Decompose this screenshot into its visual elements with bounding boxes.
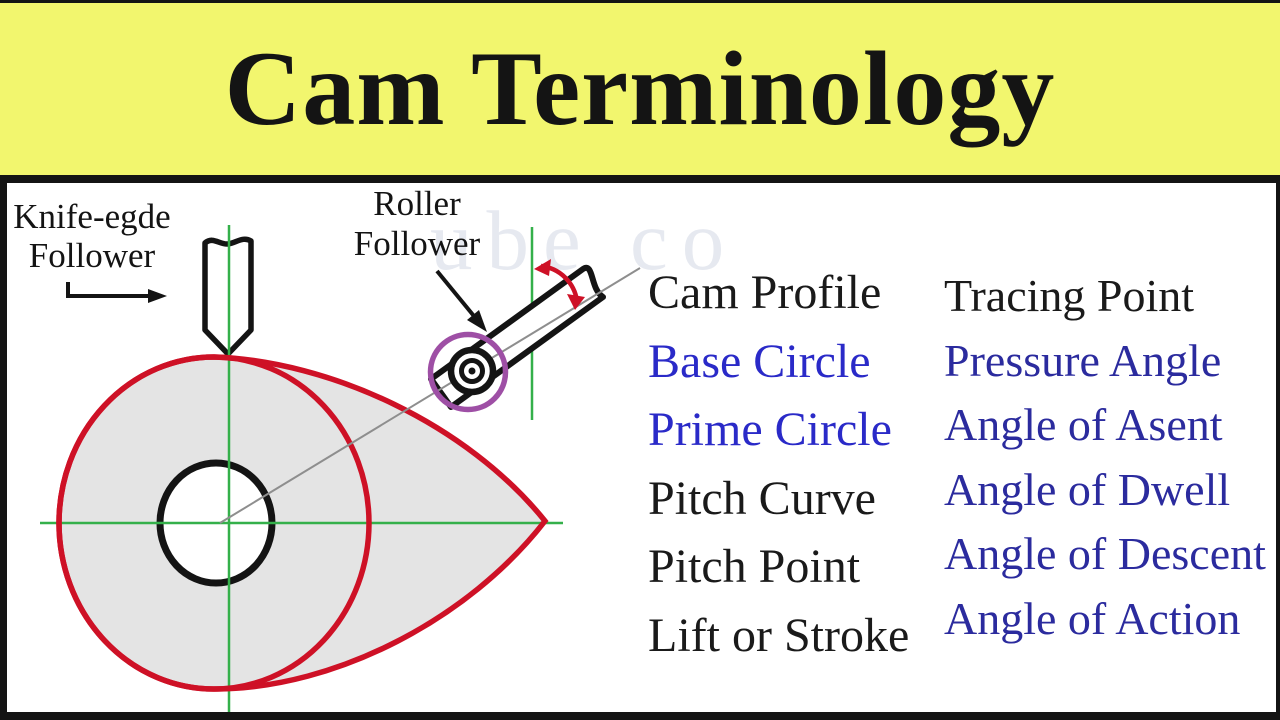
knife-follower-label-line1: Knife-egde: [13, 197, 171, 236]
pressure-angle-arrowhead-left: [534, 259, 551, 276]
term-angle-of-dwell: Angle of Dwell: [944, 463, 1231, 515]
terms-column-1: Cam Profile Base Circle Prime Circle Pit…: [648, 259, 909, 670]
prime-circle-marker: [427, 331, 509, 413]
roller-center-dot: [468, 367, 476, 375]
term-lift-or-stroke: Lift or Stroke: [648, 608, 910, 662]
bottom-border: [0, 712, 1280, 720]
roller-follower-label-line1: Roller: [373, 184, 461, 223]
title-banner: Cam Terminology: [0, 3, 1280, 175]
roller-follower-label-line2: Follower: [353, 224, 481, 263]
term-cam-profile: Cam Profile: [648, 266, 882, 319]
term-tracing-point: Tracing Point: [944, 270, 1195, 321]
term-angle-of-action: Angle of Action: [944, 592, 1241, 644]
banner-separator: [0, 175, 1280, 183]
cam-axis-line: [219, 267, 641, 524]
knife-label-arrowhead: [148, 289, 167, 303]
term-angle-of-descent: Angle of Descent: [944, 528, 1266, 579]
terms-column-2: Tracing Point Pressure Angle Angle of As…: [944, 264, 1266, 651]
pressure-angle-arrowhead-right: [567, 294, 585, 310]
knife-label-arrow: [66, 282, 150, 298]
left-border: [0, 183, 7, 712]
roller-label-arrowhead: [467, 310, 487, 332]
term-pressure-angle: Pressure Angle: [944, 334, 1222, 386]
roller-label-arrow: [435, 269, 480, 323]
term-pitch-point: Pitch Point: [648, 540, 861, 593]
right-border: [1276, 183, 1280, 712]
term-pitch-curve: Pitch Curve: [648, 471, 876, 525]
knife-follower-label-line2: Follower: [28, 236, 156, 275]
top-border: [0, 0, 1280, 3]
term-angle-of-asent: Angle of Asent: [944, 399, 1223, 450]
cam-profile-curve: [56, 354, 549, 692]
knife-follower-label: Knife-egde Follower: [2, 197, 182, 275]
term-base-circle: Base Circle: [648, 334, 871, 388]
cam-diagram: [40, 225, 641, 712]
roller-follower-label: Roller Follower: [342, 184, 492, 264]
term-prime-circle: Prime Circle: [648, 403, 892, 456]
page-title: Cam Terminology: [224, 30, 1056, 147]
